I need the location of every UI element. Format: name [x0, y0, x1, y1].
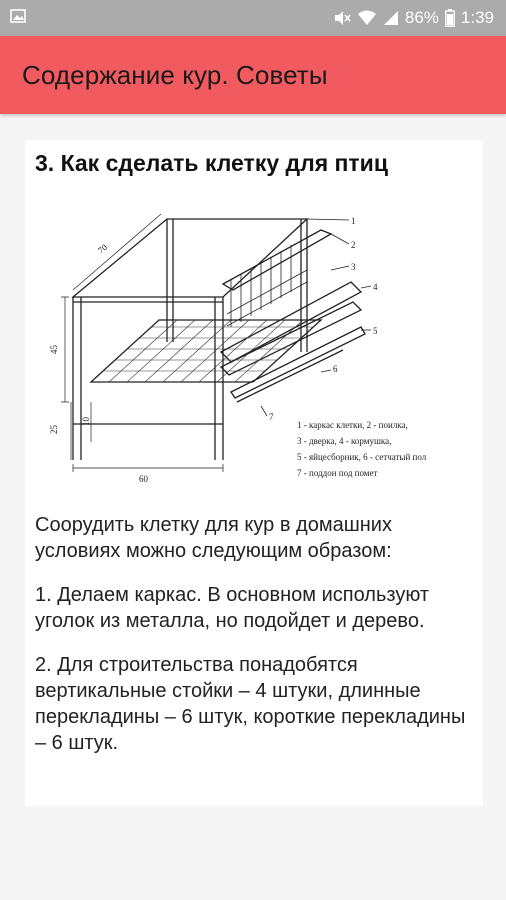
app-bar: Содержание кур. Советы — [0, 36, 506, 114]
caption-line: 1 - каркас клетки, 2 - поилка, — [297, 420, 408, 430]
status-bar: 86% 1:39 — [0, 0, 506, 36]
caption-line: 3 - дверка, 4 - кормушка, — [297, 436, 391, 446]
caption-line: 5 - яйцесборник, 6 - сетчатый пол — [297, 452, 427, 462]
cage-diagram: 70 45 25 10 60 1 2 3 4 5 6 7 1 - каркас … — [31, 202, 479, 492]
dimension-tray: 10 — [81, 417, 91, 427]
callout-1: 1 — [351, 216, 356, 226]
callout-6: 6 — [333, 364, 338, 374]
dimension-top: 70 — [96, 242, 110, 256]
callout-4: 4 — [373, 282, 378, 292]
paragraph: Соорудить клетку для кур в домашних усло… — [35, 514, 392, 562]
callout-5: 5 — [373, 326, 378, 336]
callout-3: 3 — [351, 262, 356, 272]
article-body: Соорудить клетку для кур в домашних усло… — [35, 512, 475, 774]
signal-icon — [383, 10, 399, 26]
wifi-icon — [357, 10, 377, 26]
caption-line: 7 - поддон под помет — [297, 468, 378, 478]
article-heading: 3. Как сделать клетку для птиц — [35, 150, 388, 176]
paragraph: 1. Делаем каркас. В основном используют … — [35, 584, 430, 632]
dimension-width: 60 — [139, 474, 149, 484]
dimension-height: 45 — [49, 345, 59, 355]
cage-diagram-svg: 70 45 25 10 60 1 2 3 4 5 6 7 1 - каркас … — [49, 213, 427, 484]
battery-icon — [445, 9, 455, 27]
clock: 1:39 — [460, 8, 494, 27]
app-title: Содержание кур. Советы — [22, 59, 328, 90]
mute-icon — [333, 10, 351, 26]
paragraph: 2. Для строительства понадобятся вертика… — [35, 654, 466, 754]
callout-7: 7 — [269, 412, 274, 422]
callout-2: 2 — [351, 240, 356, 250]
article-card: 3. Как сделать клетку для птиц — [25, 140, 483, 806]
image-icon — [10, 8, 26, 28]
battery-percent: 86% — [404, 8, 439, 27]
dimension-floor: 25 — [49, 425, 59, 435]
